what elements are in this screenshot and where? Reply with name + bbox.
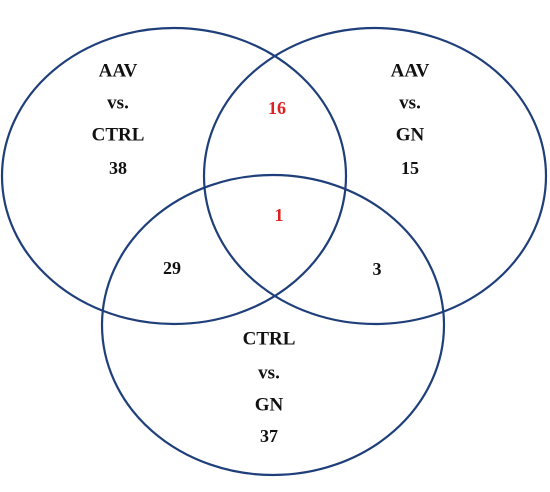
set-label-line: CTRL — [92, 124, 145, 145]
set-label-aav-vs-ctrl: AAV vs. CTRL — [92, 60, 145, 145]
circle-aav-vs-ctrl — [0, 26, 348, 326]
set-label-aav-vs-gn: AAV vs. GN — [391, 60, 430, 145]
set-label-line: vs. — [399, 92, 421, 113]
circle-ctrl-vs-gn — [100, 173, 446, 477]
count-overlap-aav-gn-and-ctrl-gn: 3 — [373, 259, 382, 279]
count-overlap-aav-ctrl-and-aav-gn: 16 — [268, 98, 286, 118]
set-label-line: GN — [396, 124, 425, 145]
set-label-ctrl-vs-gn: CTRL vs. GN — [243, 328, 296, 415]
count-overlap-aav-ctrl-and-ctrl-gn: 29 — [163, 258, 181, 278]
count-aav-vs-ctrl-only: 38 — [109, 158, 127, 178]
set-label-line: GN — [255, 394, 284, 415]
count-ctrl-vs-gn-only: 37 — [260, 426, 278, 446]
count-aav-vs-gn-only: 15 — [401, 158, 419, 178]
count-overlap-all-three: 1 — [275, 205, 284, 225]
circle-aav-vs-gn — [202, 26, 548, 326]
set-label-line: AAV — [391, 60, 430, 81]
set-label-line: CTRL — [243, 328, 296, 349]
set-label-line: vs. — [258, 362, 280, 383]
set-label-line: vs. — [107, 92, 129, 113]
set-label-line: AAV — [99, 60, 138, 81]
